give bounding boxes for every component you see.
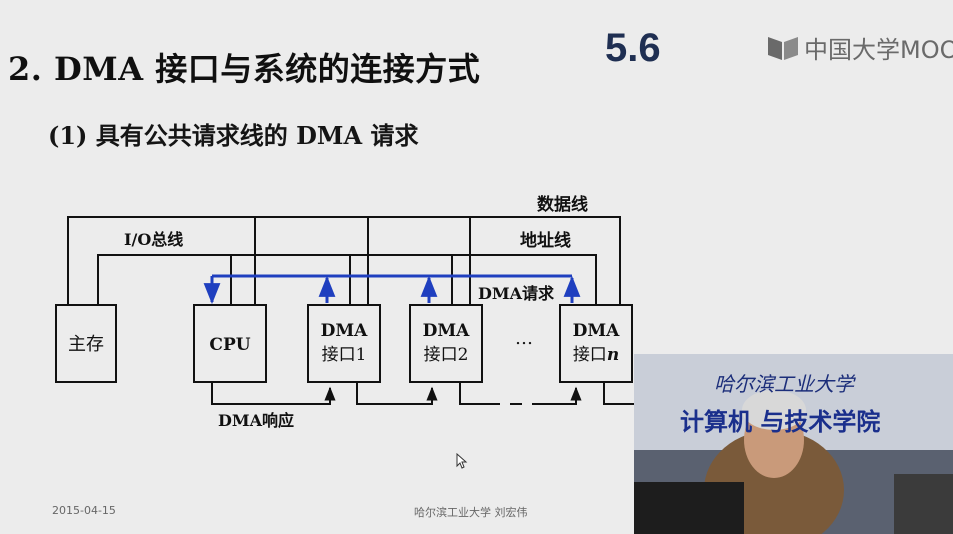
dma-ack-label: DMA响应 <box>218 411 294 430</box>
slide-title: 2. DMA 接口与系统的连接方式 <box>8 50 481 88</box>
ellipsis-label: … <box>515 328 533 349</box>
mooc-brand: 中国大学MOOC <box>766 30 953 65</box>
dma2-label-top: DMA <box>423 321 471 341</box>
brand-text: 中国大学MOOC <box>804 36 953 64</box>
video-background <box>634 354 953 534</box>
footer-date: 2015-04-15 <box>52 504 116 517</box>
dman-label-bottom: 接口n <box>573 345 619 365</box>
dma-request-line <box>203 274 581 305</box>
cpu-label: CPU <box>209 335 250 355</box>
mooc-logo-icon <box>768 36 798 60</box>
io-bus-label: I/O总线 <box>124 230 183 249</box>
component-boxes <box>55 304 633 383</box>
data-bus-label: 数据线 <box>537 194 588 215</box>
address-bus-label: 地址线 <box>520 230 571 251</box>
address-bus <box>97 254 597 305</box>
dma-interface-n-box <box>559 304 633 383</box>
memory-label: 主存 <box>68 334 104 355</box>
dma2-label-bottom: 接口2 <box>424 345 469 365</box>
video-sign-line1: 哈尔滨工业大学 <box>714 372 854 396</box>
dman-label-n: n <box>607 345 619 365</box>
dma-connection-diagram: 数据线 I/O总线 地址线 DMA请求 DMA响应 主存 CPU DMA 接口1… <box>55 194 634 430</box>
io-bus <box>67 216 621 305</box>
memory-box <box>55 304 117 383</box>
dma1-label-top: DMA <box>321 321 369 341</box>
dman-label-top: DMA <box>573 321 621 341</box>
dma-interface-1-box <box>307 304 381 383</box>
cpu-box <box>193 304 267 383</box>
dma-interface-2-box <box>409 304 483 383</box>
dman-label-prefix: 接口 <box>573 345 607 365</box>
dma-request-label: DMA请求 <box>478 284 555 303</box>
dma1-label-bottom: 接口1 <box>322 345 367 365</box>
lecturer-video: 哈尔滨工业大学 计算机 与技术学院 <box>634 354 953 534</box>
video-sign-line2: 计算机 与技术学院 <box>680 408 881 436</box>
dma-ack-chain <box>211 383 634 405</box>
section-number: 5.6 <box>605 26 661 70</box>
mouse-cursor-icon <box>456 453 468 469</box>
footer-author: 哈尔滨工业大学 刘宏伟 <box>414 506 528 519</box>
slide-subtitle: (1) 具有公共请求线的 DMA 请求 <box>48 121 419 150</box>
